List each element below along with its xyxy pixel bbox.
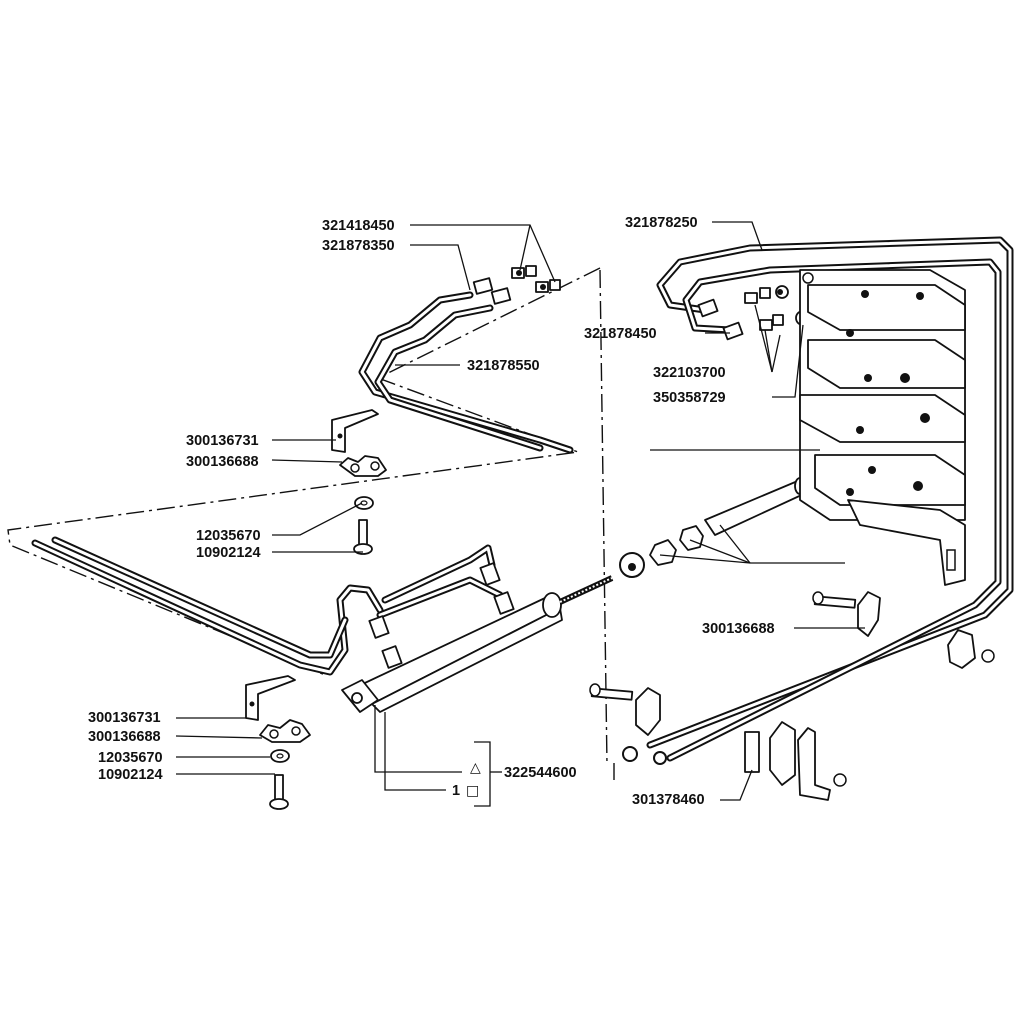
clip-300136688-lower <box>259 719 311 743</box>
part-labels: 321418450 321878350 321878550 300136731 … <box>88 215 775 808</box>
label-12035670-lower: 12035670 <box>98 750 163 766</box>
clip-300136688-upper <box>339 455 387 477</box>
valve-bank <box>777 269 966 586</box>
left-pipe-assembly <box>31 291 574 676</box>
label-350358729: 350358729 <box>653 390 726 406</box>
bracket-300136731-lower <box>245 675 296 721</box>
label-12035670-upper: 12035670 <box>196 528 261 544</box>
triangle-symbol: △ <box>470 760 481 776</box>
label-300136688-lower: 300136688 <box>88 729 161 745</box>
label-321878250: 321878250 <box>625 215 698 231</box>
hydraulic-cylinder <box>341 562 614 713</box>
label-321878350: 321878350 <box>322 238 395 254</box>
screw-10902124-lower <box>269 774 289 810</box>
label-300136688-right: 300136688 <box>702 621 775 637</box>
washer-12035670-lower <box>270 749 290 763</box>
label-321418450: 321418450 <box>322 218 395 234</box>
label-300136731-upper: 300136731 <box>186 433 259 449</box>
label-321878550: 321878550 <box>467 358 540 374</box>
label-10902124-lower: 10902124 <box>98 767 163 783</box>
leader-lines <box>175 221 865 807</box>
top-left-fittings <box>472 265 561 305</box>
label-300136731-lower: 300136731 <box>88 710 161 726</box>
screw-10902124-upper <box>353 519 373 555</box>
right-clip-side <box>947 629 995 669</box>
label-321878450: 321878450 <box>584 326 657 342</box>
label-322544600: 322544600 <box>504 765 577 781</box>
lower-clip-set <box>589 683 847 801</box>
label-10902124-upper: 10902124 <box>196 545 261 561</box>
dash-boundaries <box>7 267 615 780</box>
label-301378460: 301378460 <box>632 792 705 808</box>
label-300136688-upper: 300136688 <box>186 454 259 470</box>
cylinder-linkage <box>619 477 809 578</box>
washer-12035670-upper <box>354 496 374 510</box>
right-clip-upper <box>812 591 881 637</box>
square-symbol: □ <box>466 783 479 799</box>
bracket-300136731-upper <box>331 409 379 453</box>
label-322103700: 322103700 <box>653 365 726 381</box>
cylinder-quantity: 1 <box>452 783 460 799</box>
right-pipe-assembly <box>622 236 1014 765</box>
